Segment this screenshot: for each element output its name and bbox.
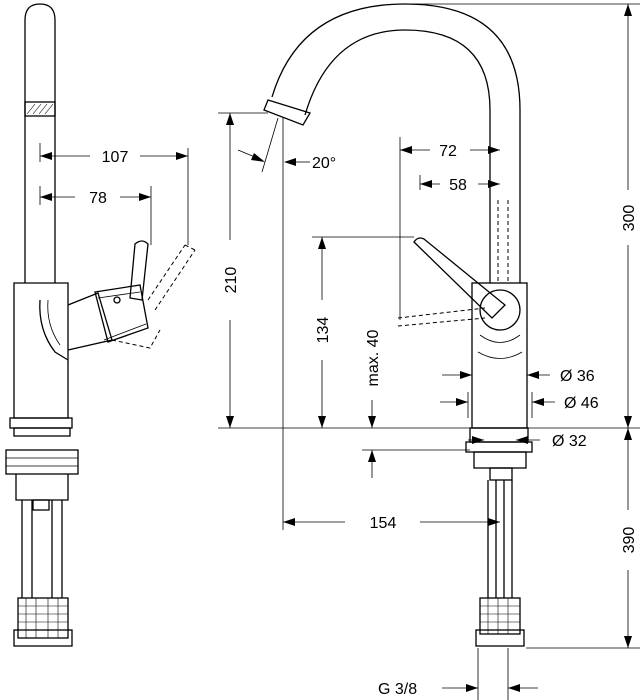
dim-spout-reach: 154 <box>370 515 397 532</box>
aerator <box>24 101 56 117</box>
dim-reach-handle: 78 <box>89 190 107 207</box>
spout-tip <box>263 99 311 126</box>
side-view-faucet <box>5 3 196 647</box>
dim-connection-thread: G 3/8 <box>378 681 417 698</box>
dim-mount-diameter: Ø 32 <box>552 433 587 450</box>
side-view-dimensions: 107 78 <box>39 143 189 245</box>
dim-max-thickness: max. 40 <box>365 329 382 386</box>
handle-lever-front <box>413 237 506 319</box>
front-view-faucet <box>263 3 533 647</box>
dim-body-diameter: Ø 36 <box>560 368 595 385</box>
dim-handle-offset-inner: 58 <box>449 177 467 194</box>
dim-reach-total: 107 <box>102 149 129 166</box>
handle-lever <box>129 240 149 301</box>
dim-total-height: 300 <box>621 205 638 232</box>
front-view-dimensions: 300 390 210 20° 72 5 <box>218 3 640 700</box>
dim-handle-height: 134 <box>315 317 332 344</box>
handle-body <box>67 292 113 351</box>
dim-hose-length: 390 <box>621 527 638 554</box>
dim-handle-offset: 72 <box>439 143 457 160</box>
dim-base-diameter: Ø 46 <box>564 395 599 412</box>
dim-spout-angle: 20° <box>312 155 336 172</box>
hose-fitting-front <box>479 597 521 635</box>
dim-spout-height: 210 <box>223 267 240 294</box>
hose-fitting <box>17 597 69 639</box>
